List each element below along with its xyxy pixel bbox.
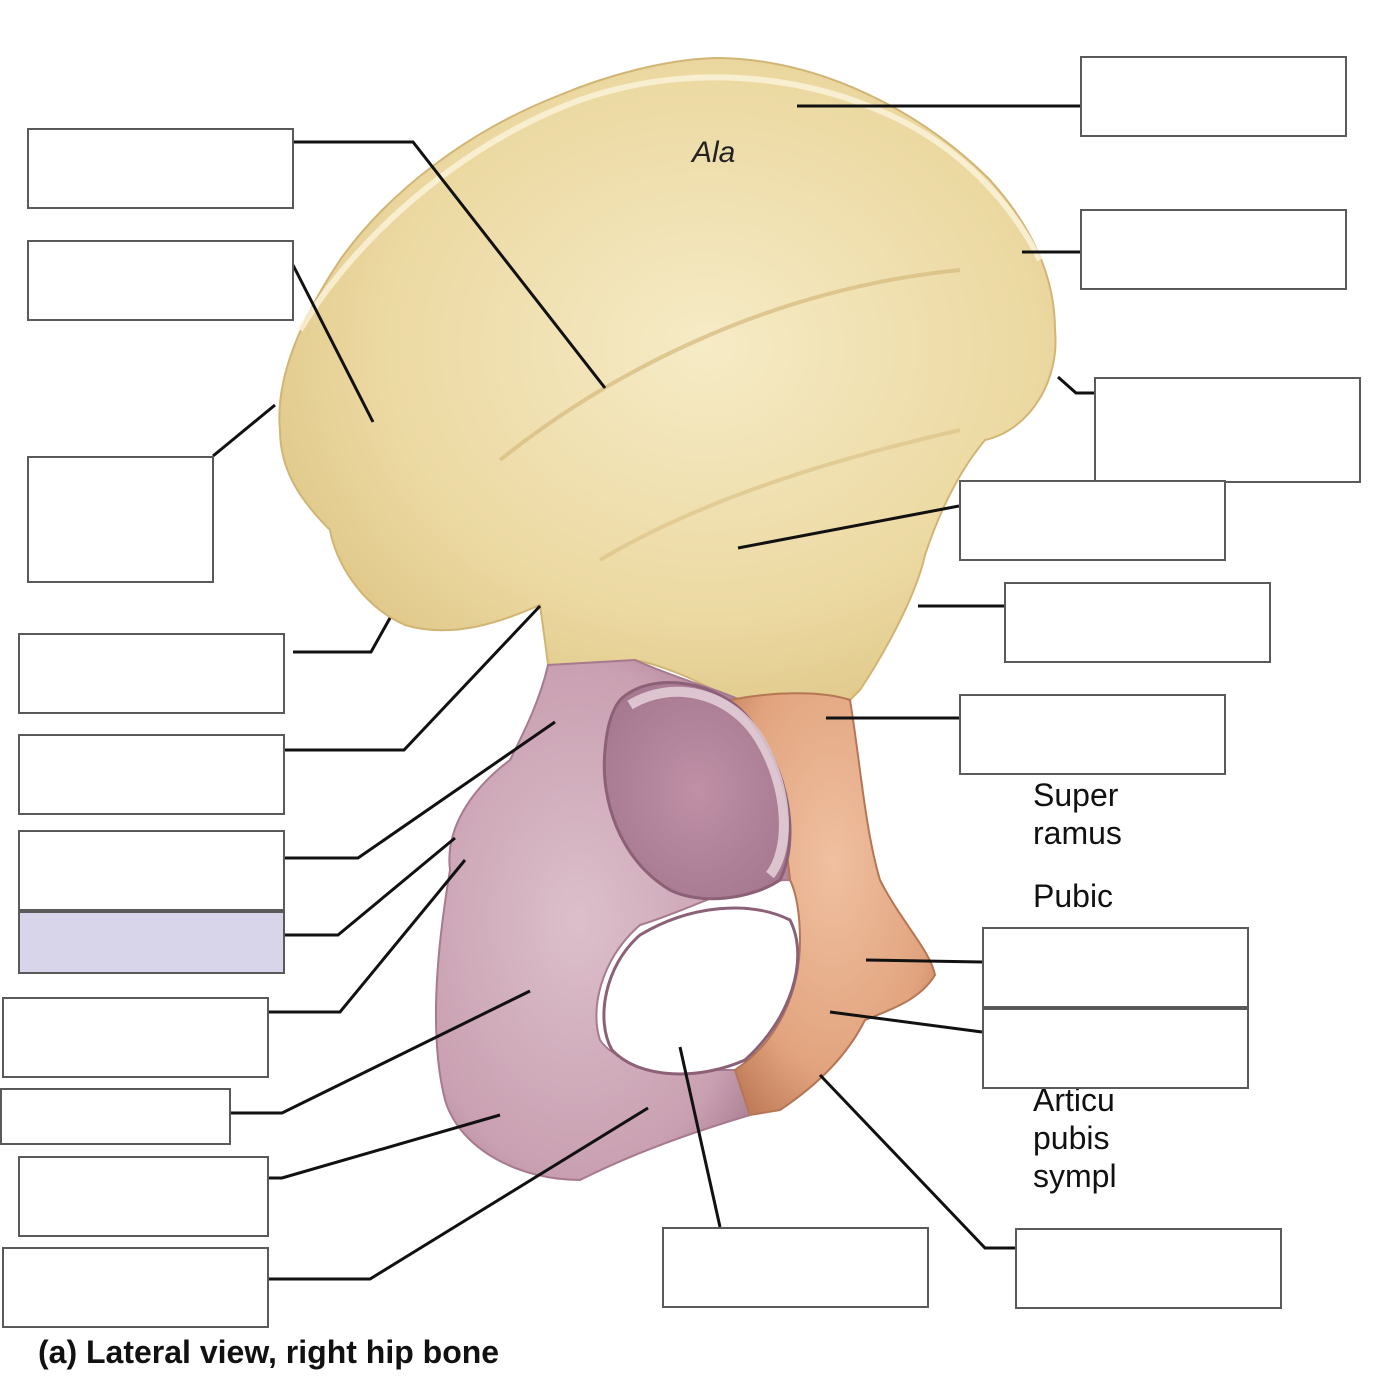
- leader-line: [268, 1106, 649, 1281]
- label-box-right-1[interactable]: [1080, 56, 1347, 137]
- label-box-left-7-highlighted[interactable]: [18, 911, 285, 974]
- label-box-left-11[interactable]: [2, 1247, 269, 1328]
- leader-line: [212, 403, 276, 458]
- leader-line: [678, 1046, 722, 1228]
- label-box-left-9[interactable]: [0, 1088, 231, 1145]
- leader-line: [293, 140, 607, 389]
- leader-line: [284, 720, 556, 860]
- leader-line: [737, 504, 960, 550]
- superior-ramus-label-line2: ramus: [1033, 815, 1122, 851]
- label-box-bottom-1[interactable]: [662, 1227, 929, 1308]
- pubic-label: Pubic: [1033, 878, 1114, 914]
- acetabulum-region: [602, 681, 792, 901]
- leader-line: [291, 264, 375, 423]
- superior-ramus-label-line1: Super: [1033, 777, 1119, 813]
- label-box-left-6[interactable]: [18, 830, 285, 911]
- articular-label-line2: pubis: [1033, 1120, 1110, 1156]
- leader-line: [1057, 375, 1094, 395]
- leader-line: [818, 1073, 1015, 1250]
- label-box-right-4[interactable]: [959, 480, 1226, 561]
- leader-line: [865, 958, 983, 964]
- leader-line: [268, 1113, 501, 1180]
- ilium-region: [278, 56, 1057, 702]
- label-box-right-2[interactable]: [1080, 209, 1347, 290]
- label-box-left-5[interactable]: [18, 734, 285, 815]
- leader-lines: [212, 104, 1094, 1281]
- label-box-left-3[interactable]: [27, 456, 214, 583]
- label-box-left-2[interactable]: [27, 240, 294, 321]
- leader-line: [829, 1010, 983, 1034]
- ala-label: Ala: [692, 136, 736, 169]
- obturator-foramen: [602, 906, 800, 1076]
- leader-line: [268, 859, 467, 1014]
- label-box-right-6[interactable]: [959, 694, 1226, 775]
- label-box-left-4[interactable]: [18, 633, 285, 714]
- label-box-right-5[interactable]: [1004, 582, 1271, 663]
- label-box-right-8[interactable]: [982, 1008, 1249, 1089]
- iliac-crest-highlight: [297, 74, 1043, 332]
- label-box-right-7[interactable]: [982, 927, 1249, 1008]
- label-box-right-9[interactable]: [1015, 1228, 1282, 1309]
- leader-line: [293, 617, 392, 654]
- articular-label-line3: sympl: [1033, 1158, 1117, 1194]
- label-box-left-10[interactable]: [18, 1156, 269, 1237]
- gluteal-line: [498, 268, 961, 462]
- label-box-left-1[interactable]: [27, 128, 294, 209]
- leader-line: [230, 989, 531, 1115]
- leader-line: [284, 836, 456, 937]
- label-box-right-3[interactable]: [1094, 377, 1361, 483]
- figure-caption: (a) Lateral view, right hip bone: [38, 1334, 500, 1370]
- leader-line: [284, 604, 542, 752]
- gluteal-line: [598, 428, 961, 562]
- lunate-surface: [627, 686, 789, 879]
- label-box-left-8[interactable]: [2, 997, 269, 1078]
